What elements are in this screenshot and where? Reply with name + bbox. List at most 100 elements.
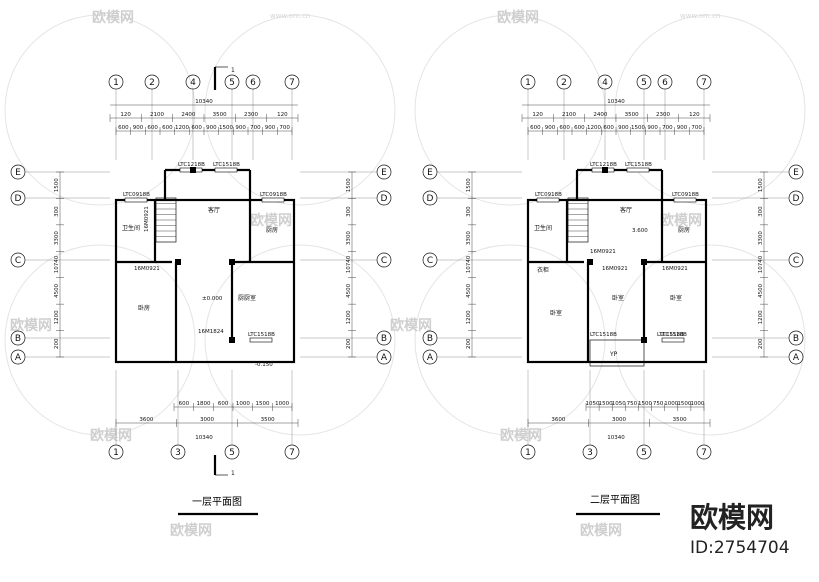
- axis-left-C-label: C: [15, 256, 21, 266]
- dims-left-value: 10740: [466, 255, 472, 273]
- door-label: 16M0921: [590, 249, 616, 255]
- room-balcony: YP: [609, 351, 618, 358]
- axis-left-C-label: C: [427, 256, 433, 266]
- dims-top-row2-value: 600: [574, 125, 585, 131]
- window-label: LTC0918B: [672, 192, 699, 198]
- axis-right-E-label: E: [793, 168, 799, 178]
- axis-top-5-label: 5: [641, 78, 647, 88]
- axis-right-D-label: D: [793, 194, 800, 204]
- floor1-title: 一层平面图: [192, 496, 242, 508]
- section-mark-bottom: 1: [231, 470, 235, 477]
- room-secondary: 厨厨室: [238, 294, 256, 302]
- window-label: LTC1518B: [248, 332, 275, 338]
- column: [587, 259, 593, 265]
- axis-right-C-label: C: [793, 256, 799, 266]
- axis-bottom-5-label: 5: [641, 448, 647, 458]
- window-mark: [673, 197, 697, 203]
- watermark-text: 欧模网: [10, 317, 52, 334]
- axis-top-4-label: 4: [602, 78, 608, 88]
- dims-left-value: 200: [54, 338, 60, 349]
- window-label: LTC1518B: [213, 162, 240, 168]
- dims-bottom-row1-value: 1000: [275, 401, 289, 407]
- dims-left-value: 4500: [54, 283, 60, 297]
- window-mark: [214, 167, 238, 173]
- dims-bottom-row1-value: 1000: [664, 401, 678, 407]
- window-label: LTC1218B: [178, 162, 205, 168]
- axis-top-6-label: 6: [662, 78, 668, 88]
- dims-right-value: 200: [346, 338, 352, 349]
- watermark-text: 欧模网: [92, 9, 134, 26]
- dims-bottom-row1-value: 1500: [677, 401, 691, 407]
- dims-right-value: 1200: [346, 310, 352, 324]
- total-dimension-bottom: 10340: [195, 435, 213, 441]
- axis-top-1-label: 1: [525, 78, 531, 88]
- dims-top-row2-value: 900: [647, 125, 658, 131]
- dims-bottom-row1-value: 1800: [197, 401, 211, 407]
- axis-bottom-7-label: 7: [701, 448, 707, 458]
- axis-left-E-label: E: [15, 168, 21, 178]
- dims-bottom-row2-value: 3000: [612, 417, 626, 423]
- dims-top-row2-value: 1200: [587, 125, 601, 131]
- dims-left-value: 3300: [466, 231, 472, 245]
- window-mark: [261, 197, 285, 203]
- window-label: LTC1518B: [657, 332, 684, 338]
- dims-bottom-row1-value: 750: [627, 401, 638, 407]
- dims-left-value: 1500: [466, 178, 472, 192]
- axis-right-B-label: B: [793, 334, 799, 344]
- room-kitchen: 厨房: [266, 226, 278, 234]
- window-label: LTC0918B: [260, 192, 287, 198]
- exterior-wall: [114, 198, 296, 364]
- axis-left-A-label: A: [427, 353, 434, 363]
- room-kitchen: 厨房: [678, 226, 690, 234]
- axis-left-B-label: B: [427, 334, 433, 344]
- dims-bottom-row2-value: 3600: [139, 417, 153, 423]
- dims-top-row2-value: 900: [206, 125, 217, 131]
- dims-right-value: 10740: [346, 255, 352, 273]
- dims-top-row1-value: 2100: [562, 112, 576, 118]
- dims-right-value: 1500: [758, 178, 764, 192]
- axis-left-E-label: E: [427, 168, 433, 178]
- section-mark-top: 1: [231, 67, 235, 74]
- total-dimension-top: 10340: [195, 99, 213, 105]
- window-label: LTC1518B: [660, 332, 687, 338]
- dims-left-value: 10740: [54, 255, 60, 273]
- room-toilet: 卫生间: [122, 224, 140, 232]
- brand-backdrop: [684, 492, 816, 560]
- room-bedroom: 卧房: [138, 304, 150, 312]
- axis-right-B-label: B: [381, 334, 387, 344]
- watermark-text: 欧模网: [497, 9, 539, 26]
- dims-right-value: 300: [346, 206, 352, 217]
- dims-left-value: 1500: [54, 178, 60, 192]
- room-bedroom: 卧室: [612, 294, 624, 302]
- column: [190, 167, 196, 173]
- dims-top-row1-value: 120: [689, 112, 700, 118]
- axis-top-2-label: 2: [561, 78, 567, 88]
- axis-bottom-3-label: 3: [175, 448, 181, 458]
- dims-bottom-row1-value: 1500: [599, 401, 613, 407]
- dims-top-row2-value: 600: [147, 125, 158, 131]
- dims-right-value: 4500: [346, 283, 352, 297]
- dims-top-row2-value: 600: [603, 125, 614, 131]
- dims-left-value: 300: [54, 206, 60, 217]
- dims-bottom-row2-value: 3000: [200, 417, 214, 423]
- watermark-url: www.om.cn: [270, 12, 310, 20]
- dims-top-row1-value: 3500: [213, 112, 227, 118]
- dims-bottom-row1-value: 750: [653, 401, 664, 407]
- axis-right-D-label: D: [381, 194, 388, 204]
- dims-top-row1-value: 120: [532, 112, 543, 118]
- dims-left-value: 3300: [54, 231, 60, 245]
- dims-top-row2-value: 700: [662, 125, 673, 131]
- axis-right-E-label: E: [381, 168, 387, 178]
- dims-left-value: 200: [466, 338, 472, 349]
- dims-top-row1-value: 120: [277, 112, 288, 118]
- window-label: LTC0918B: [123, 192, 150, 198]
- dims-left-value: 1200: [54, 310, 60, 324]
- axis-top-7-label: 7: [289, 78, 295, 88]
- room-toilet: 卫生间: [534, 224, 552, 232]
- balcony: [589, 339, 645, 367]
- watermark-url: www.om.cn: [680, 12, 720, 20]
- dims-top-row2-value: 600: [559, 125, 570, 131]
- axis-left-B-label: B: [15, 334, 21, 344]
- axis-bottom-1-label: 1: [113, 448, 119, 458]
